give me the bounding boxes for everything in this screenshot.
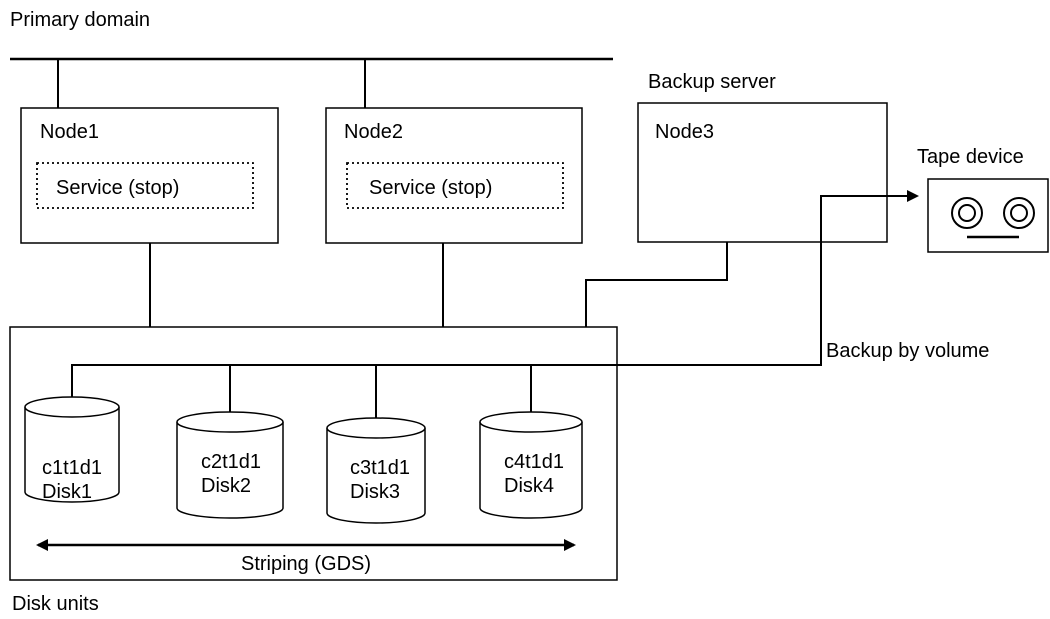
disk1-id: c1t1d1: [42, 457, 102, 479]
node1-service-label: Service (stop): [56, 177, 179, 199]
disk-units-box: [9, 326, 618, 581]
disk-1: c1t1d1 Disk1: [24, 396, 120, 503]
node2-service-label: Service (stop): [369, 177, 492, 199]
tape-reel-left-icon: [951, 197, 983, 229]
node2-label: Node2: [344, 121, 403, 143]
disk-3: c3t1d1 Disk3: [326, 417, 426, 524]
node1-box: Node1 Service (stop): [20, 107, 279, 244]
disk-units-label: Disk units: [12, 593, 99, 615]
tape-device-label: Tape device: [917, 146, 1024, 168]
backup-path-arrow: [71, 190, 919, 397]
disk-2: c2t1d1 Disk2: [176, 411, 284, 519]
striping-label: Striping (GDS): [241, 553, 371, 575]
disk4-name: Disk4: [504, 475, 554, 497]
node3-label: Node3: [655, 121, 714, 143]
disk-4: c4t1d1 Disk4: [479, 411, 583, 519]
backup-server-label: Backup server: [648, 71, 776, 93]
primary-domain-label: Primary domain: [10, 9, 150, 31]
node1-label: Node1: [40, 121, 99, 143]
tape-reel-right-icon: [1003, 197, 1035, 229]
backup-by-volume-label: Backup by volume: [826, 340, 989, 362]
node3-disk-link: [585, 242, 728, 327]
node2-box: Node2 Service (stop): [325, 107, 583, 244]
tape-device: [927, 178, 1049, 253]
disk4-id: c4t1d1: [504, 451, 564, 473]
disk1-name: Disk1: [42, 481, 92, 503]
disk3-id: c3t1d1: [350, 457, 410, 479]
node3-box: Node3: [637, 102, 888, 243]
disk2-id: c2t1d1: [201, 451, 261, 473]
disk3-name: Disk3: [350, 481, 400, 503]
disk2-name: Disk2: [201, 475, 251, 497]
